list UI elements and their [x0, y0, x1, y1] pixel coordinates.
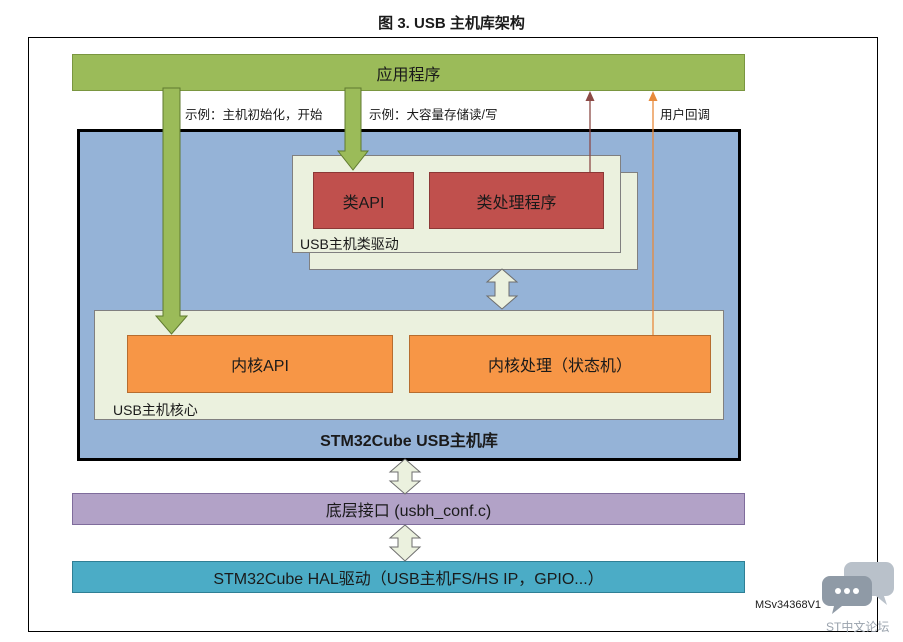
class-to-app-arrowhead [585, 91, 595, 101]
class-driver-label: USB主机类驱动 [300, 236, 399, 252]
double-arrow-library-lowlevel [388, 458, 422, 495]
library-title: STM32Cube USB主机库 [320, 433, 498, 450]
core-api-label: 内核API [231, 358, 289, 375]
application-label: 应用程序 [376, 66, 441, 84]
note-example-msc: 示例：大容量存储读/写 [367, 104, 498, 123]
core-api-block: 内核API [127, 335, 393, 393]
note-user-callback: 用户回调 [660, 108, 711, 122]
watermark-text: ST中文论坛 [826, 620, 890, 634]
green-arrow-to-class [336, 87, 370, 171]
figure-id: MSv34368V1 [755, 599, 822, 611]
class-api-block: 类API [313, 172, 414, 229]
class-process-label: 类处理程序 [476, 194, 557, 212]
chat-bubble-icon [822, 562, 894, 614]
low-level-label: 底层接口 (usbh_conf.c) [325, 503, 492, 520]
class-process-block: 类处理程序 [429, 172, 604, 229]
hal-driver-layer: STM32Cube HAL驱动（USB主机FS/HS IP，GPIO...） [72, 561, 745, 593]
double-arrow-lowlevel-hal [388, 524, 422, 562]
callback-arrowhead [648, 91, 658, 101]
figure-frame [28, 37, 878, 632]
core-label: USB主机核心 [113, 402, 198, 418]
core-process-block: 内核处理（状态机） [409, 335, 711, 393]
class-api-label: 类API [342, 194, 385, 212]
forum-watermark: ST中文论坛 [822, 558, 896, 636]
double-arrow-class-core [485, 268, 519, 310]
hal-label: STM32Cube HAL驱动（USB主机FS/HS IP，GPIO...） [213, 571, 604, 588]
core-process-label: 内核处理（状态机） [487, 358, 632, 375]
note-example-init: 示例：主机初始化，开始 [185, 108, 323, 122]
application-layer: 应用程序 [72, 54, 745, 91]
low-level-interface-layer: 底层接口 (usbh_conf.c) [72, 493, 745, 525]
green-arrow-to-core [154, 87, 189, 335]
figure-title: 图 3. USB 主机库架构 [378, 15, 525, 32]
